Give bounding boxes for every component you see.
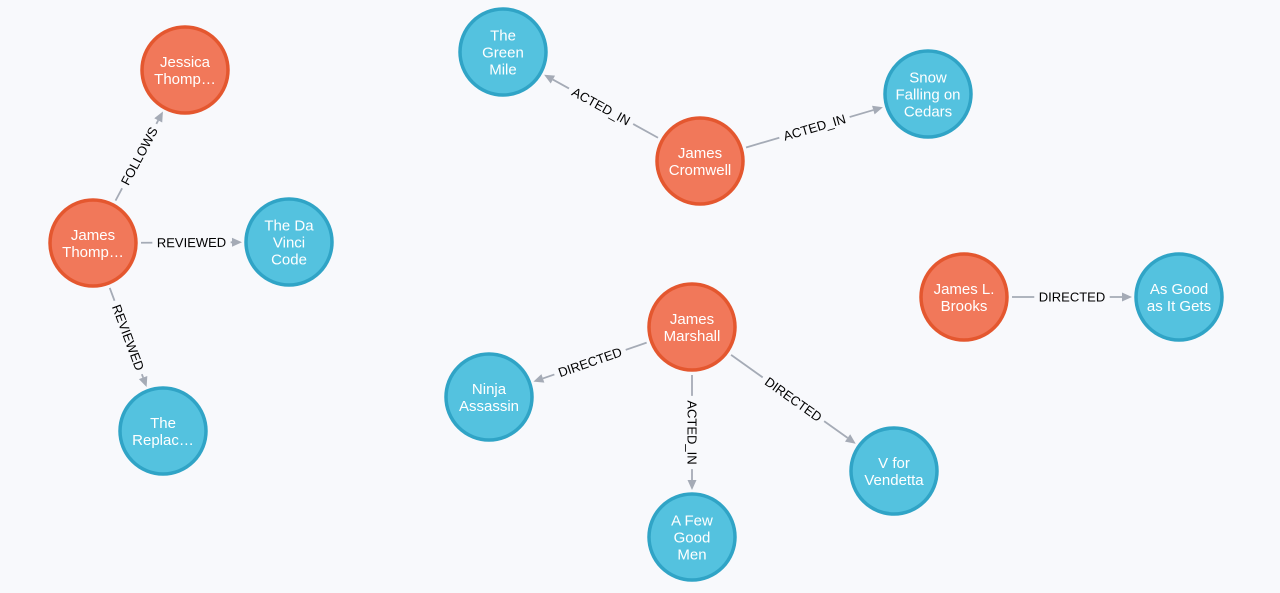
edge-label-text[interactable]: DIRECTED: [762, 374, 825, 425]
edge-label-bg: [777, 109, 852, 146]
edge-label-bg: [107, 297, 150, 377]
node-circle[interactable]: [458, 7, 548, 97]
edge-label-bg: [565, 81, 638, 132]
node-circle[interactable]: [140, 25, 230, 115]
node-circle[interactable]: [647, 492, 737, 582]
node-circle[interactable]: [444, 352, 534, 442]
node-circle[interactable]: [647, 282, 737, 372]
edge-arrowhead-icon: [687, 480, 697, 490]
edge-label[interactable]: REVIEWED: [107, 297, 150, 377]
node-circle[interactable]: [849, 426, 939, 516]
edge-label-bg: [152, 234, 231, 251]
edge-label-bg: [1034, 289, 1110, 305]
edge-arrowhead-icon: [1122, 292, 1132, 302]
edge-label-bg: [758, 370, 829, 428]
edge-label-text[interactable]: REVIEWED: [157, 235, 226, 250]
edge-label-text[interactable]: ACTED_IN: [684, 400, 699, 464]
edge-label[interactable]: DIRECTED: [551, 342, 629, 383]
graph-edge-acted-in[interactable]: ACTED_IN: [684, 375, 700, 490]
edge-label-bg: [551, 342, 629, 383]
edge-label[interactable]: ACTED_IN: [684, 395, 700, 470]
graph-edge-acted-in[interactable]: ACTED_IN: [745, 105, 883, 149]
edge-label-text[interactable]: REVIEWED: [109, 302, 147, 372]
edge-arrowhead-icon: [872, 105, 883, 115]
edge-arrowhead-icon: [138, 376, 148, 387]
edge-label-text[interactable]: FOLLOWS: [118, 124, 161, 187]
edge-arrowhead-icon: [231, 237, 243, 247]
edge-label[interactable]: DIRECTED: [1034, 289, 1110, 305]
edge-label[interactable]: FOLLOWS: [115, 120, 164, 192]
edge-label[interactable]: ACTED_IN: [777, 109, 852, 146]
edge-label[interactable]: REVIEWED: [152, 234, 231, 251]
node-circle[interactable]: [655, 116, 745, 206]
graph-edge-reviewed[interactable]: REVIEWED: [107, 287, 150, 387]
graph-edge-acted-in[interactable]: ACTED_IN: [544, 74, 659, 139]
edge-label[interactable]: ACTED_IN: [565, 81, 638, 132]
node-circle[interactable]: [919, 252, 1009, 342]
graph-edge-follows[interactable]: FOLLOWS: [114, 111, 164, 202]
node-circle[interactable]: [883, 49, 973, 139]
node-circle[interactable]: [48, 198, 138, 288]
node-circle[interactable]: [244, 197, 334, 287]
graph-edge-directed[interactable]: DIRECTED: [730, 354, 856, 444]
edge-label-bg: [115, 120, 164, 192]
edge-arrowhead-icon: [844, 434, 856, 444]
graph-node-james-l-brooks[interactable]: James L.Brooks: [919, 252, 1009, 342]
edge-arrowhead-icon: [544, 74, 556, 84]
node-circle[interactable]: [118, 386, 208, 476]
node-circle[interactable]: [1134, 252, 1224, 342]
edge-label[interactable]: DIRECTED: [758, 370, 829, 428]
edge-arrowhead-icon: [154, 111, 163, 123]
edge-label-text[interactable]: ACTED_IN: [569, 84, 633, 128]
edge-label-text[interactable]: ACTED_IN: [782, 111, 848, 144]
graph-edge-directed[interactable]: DIRECTED: [1012, 289, 1132, 305]
edge-label-bg: [684, 395, 700, 470]
graph-edge-directed[interactable]: DIRECTED: [533, 341, 647, 383]
edge-arrowhead-icon: [533, 374, 545, 383]
edge-label-text[interactable]: DIRECTED: [1039, 290, 1105, 305]
graph-edge-reviewed[interactable]: REVIEWED: [140, 234, 243, 251]
